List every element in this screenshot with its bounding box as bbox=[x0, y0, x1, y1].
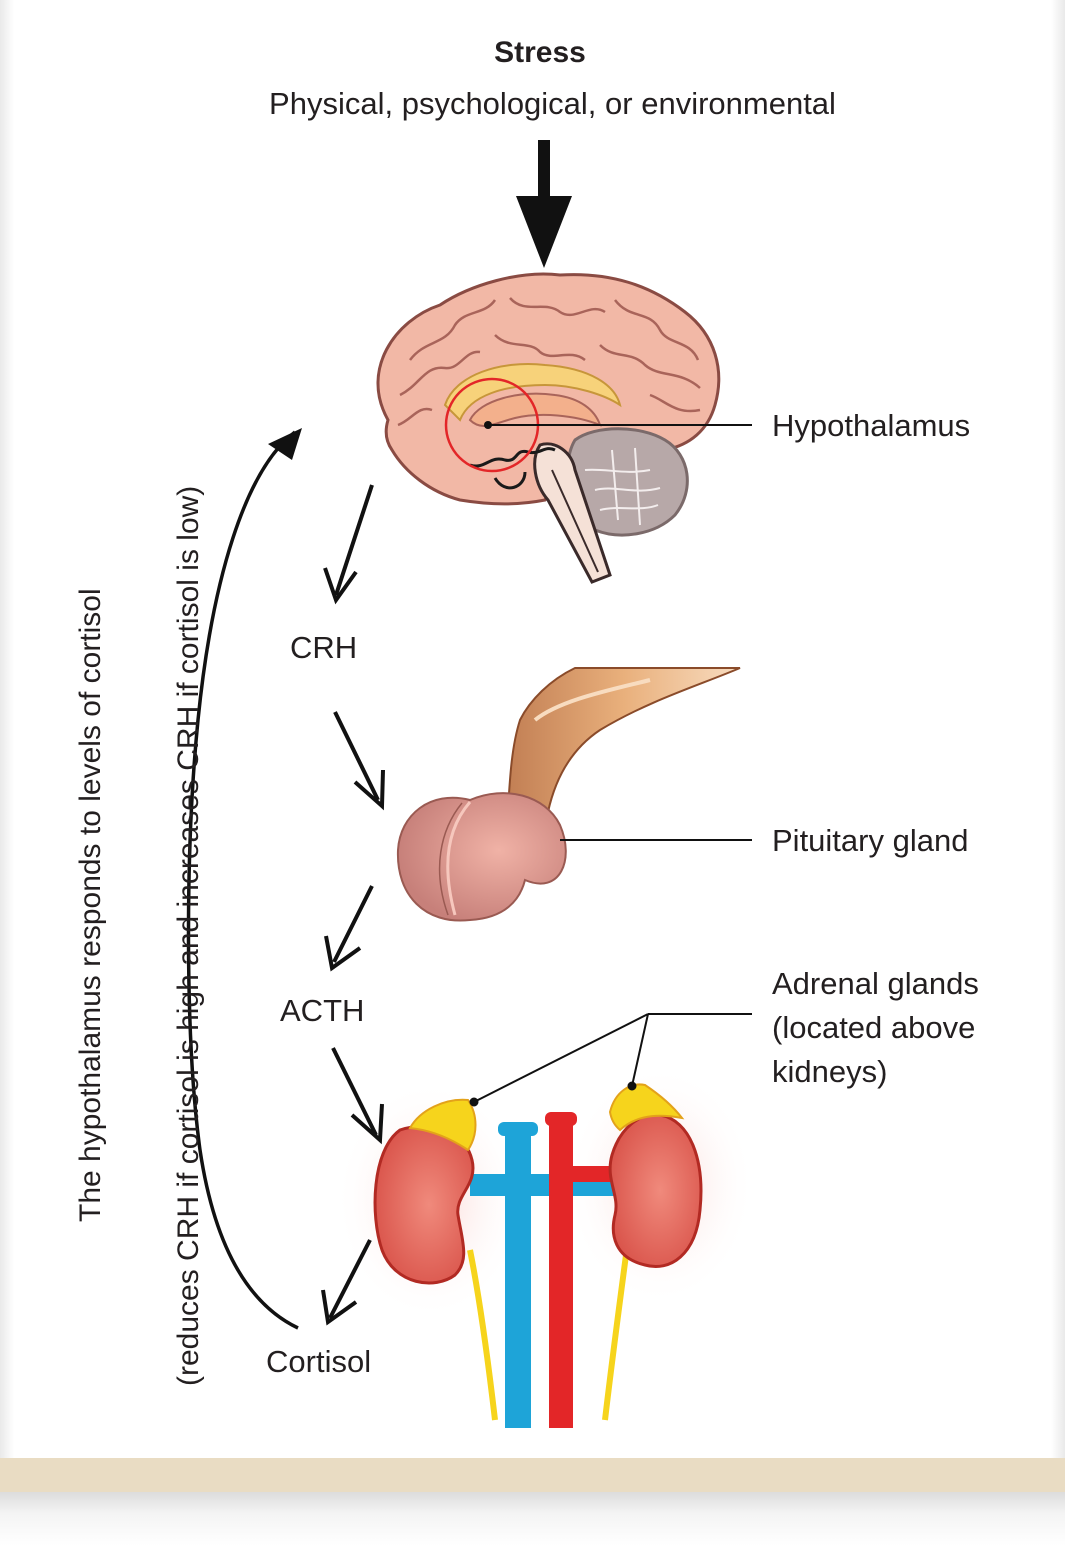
adrenal-label-line3: kidneys) bbox=[772, 1054, 888, 1089]
stress-title: Stress bbox=[494, 36, 586, 69]
feedback-arrow bbox=[186, 428, 302, 1330]
pituitary-illustration bbox=[396, 667, 741, 922]
bottom-shadow bbox=[0, 1492, 1065, 1546]
feedback-text-line1: The hypothalamus responds to levels of c… bbox=[74, 588, 107, 1222]
hypothalamus-label: Hypothalamus bbox=[772, 408, 971, 443]
cascade-arrows bbox=[321, 484, 385, 1326]
bottom-band bbox=[0, 1458, 1065, 1492]
adrenal-leaders bbox=[469, 1013, 752, 1107]
stress-arrow bbox=[516, 140, 572, 268]
crh-label: CRH bbox=[290, 630, 358, 665]
cortisol-label: Cortisol bbox=[266, 1344, 372, 1379]
card-left-edge bbox=[0, 0, 14, 1460]
hpa-axis-illustration bbox=[186, 140, 755, 1428]
card-right-edge bbox=[1051, 0, 1065, 1460]
brain-illustration bbox=[376, 272, 721, 584]
kidneys-illustration bbox=[335, 1065, 755, 1428]
pituitary-label: Pituitary gland bbox=[772, 823, 969, 858]
adrenal-label-line2: (located above bbox=[772, 1010, 976, 1045]
diagram-card: Stress Physical, psychological, or envir… bbox=[0, 0, 1065, 1460]
acth-label: ACTH bbox=[280, 993, 365, 1028]
adrenal-label-line1: Adrenal glands bbox=[772, 966, 979, 1001]
feedback-text-line2: (reduces CRH if cortisol is high and inc… bbox=[172, 485, 205, 1386]
stress-subtitle: Physical, psychological, or environmenta… bbox=[269, 86, 836, 121]
